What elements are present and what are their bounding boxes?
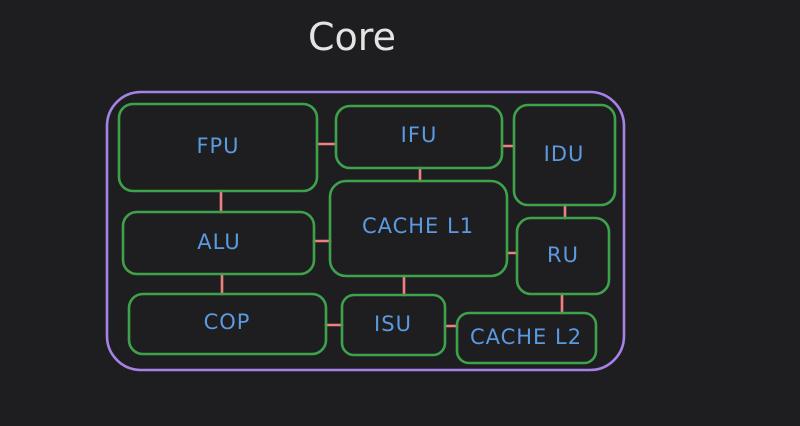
block-fpu[interactable]: FPU <box>117 102 319 193</box>
block-label-ru: RU <box>547 243 579 267</box>
block-idu[interactable]: IDU <box>512 103 617 207</box>
block-label-cache-l2: CACHE L2 <box>470 325 582 349</box>
block-label-fpu: FPU <box>196 134 239 158</box>
diagram-title: Core <box>308 15 396 59</box>
block-alu[interactable]: ALU <box>121 210 316 276</box>
block-cop[interactable]: COP <box>127 292 328 356</box>
block-label-isu: ISU <box>374 312 412 336</box>
block-cache-l2[interactable]: CACHE L2 <box>455 311 598 365</box>
block-cache-l1[interactable]: CACHE L1 <box>328 179 509 278</box>
core-container <box>105 90 626 372</box>
block-label-idu: IDU <box>544 142 585 166</box>
block-label-cop: COP <box>204 310 251 334</box>
block-ru[interactable]: RU <box>515 216 611 296</box>
block-label-cache-l1: CACHE L1 <box>362 214 474 238</box>
block-ifu[interactable]: IFU <box>334 104 504 170</box>
block-label-ifu: IFU <box>401 123 438 147</box>
links-layer <box>219 142 567 328</box>
block-label-alu: ALU <box>197 230 240 254</box>
block-isu[interactable]: ISU <box>340 293 447 357</box>
